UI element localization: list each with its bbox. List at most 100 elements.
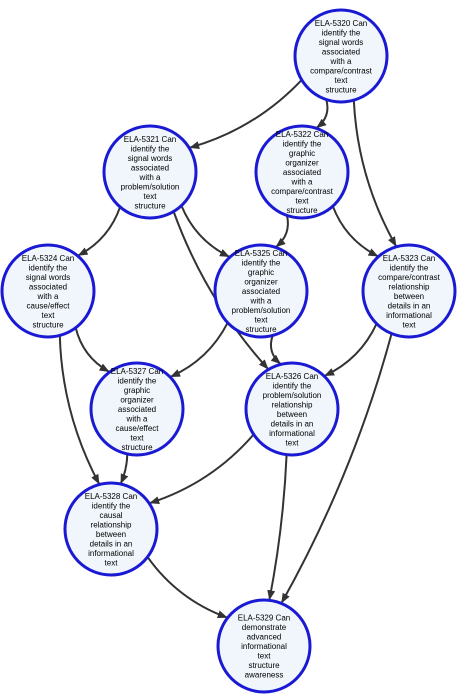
node-label-line: graphic xyxy=(248,268,274,277)
node-label-line: ELA-5328 Can xyxy=(85,492,137,501)
node-label-line: structure xyxy=(32,320,64,329)
node-label-line: text xyxy=(403,320,417,329)
node-label-line: cause/effect xyxy=(27,301,71,310)
node-label-line: with a xyxy=(126,415,148,424)
node-label-line: between xyxy=(277,410,307,419)
node-label-line: organizer xyxy=(120,396,154,405)
node-label-line: ELA-5323 Can xyxy=(383,254,435,263)
node-circle[interactable] xyxy=(63,481,159,577)
node-label-line: text xyxy=(258,652,272,661)
node-circle[interactable] xyxy=(216,598,312,694)
node-label-line: text xyxy=(131,434,145,443)
node-label-line: compare/contrast xyxy=(310,66,373,75)
node-label-line: informational xyxy=(269,429,315,438)
node-label-line: awareness xyxy=(245,671,284,680)
node-label-line: demonstrate xyxy=(242,623,287,632)
node-label-line: between xyxy=(394,292,424,301)
node-label-line: identify the xyxy=(242,259,281,268)
node-label-line: identify the xyxy=(131,144,170,153)
node-label-line: with a xyxy=(250,297,272,306)
node-label-line: text xyxy=(42,311,56,320)
node-circle[interactable] xyxy=(213,243,309,339)
node-label-line: compare/contrast xyxy=(271,187,334,196)
edge-ela-5323-to-ela-5329 xyxy=(280,333,393,604)
node-label-line: informational xyxy=(88,549,134,558)
node-label-line: ELA-5329 Can xyxy=(238,614,290,623)
node-label-line: with a xyxy=(291,178,313,187)
node-label-line: relationship xyxy=(389,282,430,291)
edge-ela-5324-to-ela-5327 xyxy=(74,327,110,373)
node-label-line: ELA-5325 Can xyxy=(235,249,287,258)
node-circle[interactable] xyxy=(244,361,340,457)
node-label-line: identify the xyxy=(390,263,429,272)
node-label-line: structure xyxy=(134,201,166,210)
node-label-line: structure xyxy=(286,206,318,215)
node-label-line: problem/solution xyxy=(263,391,322,400)
node-label-line: compare/contrast xyxy=(378,273,441,282)
edge-ela-5323-to-ela-5326 xyxy=(324,323,378,377)
node-label-line: graphic xyxy=(124,386,150,395)
node-label-line: text xyxy=(286,438,300,447)
node-label-line: text xyxy=(255,316,269,325)
edge-ela-5322-to-ela-5325 xyxy=(275,215,289,248)
node-label-line: associated xyxy=(322,47,360,56)
node-ela-5329[interactable]: ELA-5329 Candemonstrateadvancedinformati… xyxy=(216,598,312,694)
node-label-line: ELA-5327 Can xyxy=(111,367,163,376)
edge-ela-5326-to-ela-5329 xyxy=(267,454,288,601)
node-label-line: associated xyxy=(29,282,67,291)
node-label-line: associated xyxy=(283,168,321,177)
node-label-line: causal xyxy=(99,511,122,520)
node-label-line: problem/solution xyxy=(232,306,291,315)
edge-ela-5320-to-ela-5323 xyxy=(352,100,397,247)
node-label-line: details in an xyxy=(271,419,314,428)
node-circle[interactable] xyxy=(361,243,457,339)
node-label-line: structure xyxy=(248,661,280,670)
node-label-line: structure xyxy=(121,443,153,452)
node-label-line: problem/solution xyxy=(121,182,180,191)
node-circle[interactable] xyxy=(102,124,198,220)
node-label-line: details in an xyxy=(90,539,133,548)
edges-layer xyxy=(58,79,397,619)
edge-ela-5326-to-ela-5328 xyxy=(149,433,255,505)
edge-ela-5321-to-ela-5325 xyxy=(180,205,230,258)
edge-ela-5325-to-ela-5327 xyxy=(170,322,229,378)
edge-ela-5321-to-ela-5326 xyxy=(172,211,269,370)
node-label-line: cause/effect xyxy=(116,424,160,433)
node-label-line: associated xyxy=(131,163,169,172)
node-label-line: organizer xyxy=(285,159,319,168)
node-label-line: with a xyxy=(37,292,59,301)
node-label-line: identify the xyxy=(273,381,312,390)
node-label-line: advanced xyxy=(247,633,282,642)
node-label-line: graphic xyxy=(289,149,315,158)
node-label-line: identify the xyxy=(92,501,131,510)
node-label-line: relationship xyxy=(272,400,313,409)
node-circle[interactable] xyxy=(254,124,350,220)
node-label-line: identify the xyxy=(118,377,157,386)
node-label-line: identify the xyxy=(283,140,322,149)
edge-ela-5327-to-ela-5328 xyxy=(120,453,129,485)
node-circle[interactable] xyxy=(89,361,185,457)
edge-ela-5320-to-ela-5322 xyxy=(316,99,329,129)
node-circle[interactable] xyxy=(293,8,389,104)
node-label-line: ELA-5321 Can xyxy=(124,135,176,144)
node-label-line: structure xyxy=(325,85,357,94)
node-label-line: identify the xyxy=(29,263,68,272)
node-label-line: associated xyxy=(118,405,156,414)
node-label-line: ELA-5322 Can xyxy=(276,130,328,139)
node-label-line: with a xyxy=(139,173,161,182)
edge-ela-5320-to-ela-5321 xyxy=(189,79,303,149)
edge-ela-5328-to-ela-5329 xyxy=(146,556,228,619)
edge-ela-5325-to-ela-5326 xyxy=(269,335,281,365)
node-circle[interactable] xyxy=(0,243,96,339)
